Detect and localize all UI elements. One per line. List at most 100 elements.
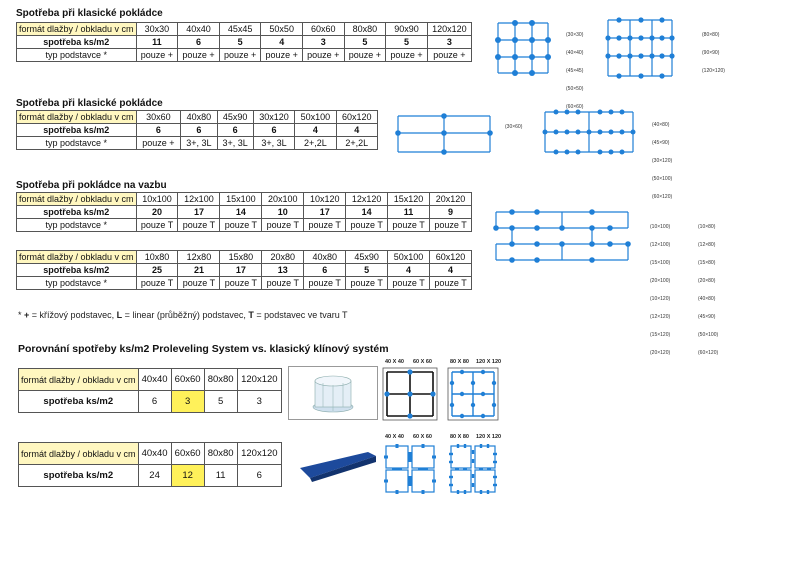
legend-section1-b: (80×80) (90×90) (120×120) bbox=[702, 32, 725, 74]
consumption-value: 6 bbox=[180, 123, 218, 137]
base-type: pouze T bbox=[387, 276, 431, 290]
format-col: 10x120 bbox=[303, 192, 347, 206]
consumption-value: 3 bbox=[236, 390, 283, 413]
format-col: 40x40 bbox=[177, 22, 220, 36]
format-col: 80x80 bbox=[203, 442, 238, 465]
label-40x40: 40 X 40 bbox=[385, 359, 404, 365]
format-header: formát dlažby / obkladu v cm bbox=[18, 442, 139, 465]
consumption-value: 25 bbox=[135, 263, 179, 277]
format-col: 40x40 bbox=[137, 368, 172, 391]
base-type: pouze + bbox=[343, 48, 387, 62]
grid-diagram-rect-large bbox=[542, 109, 636, 155]
format-col: 10x80 bbox=[135, 250, 179, 264]
format-col: 40x80 bbox=[303, 250, 347, 264]
consumption-value: 5 bbox=[385, 35, 428, 49]
format-col: 30x30 bbox=[135, 22, 179, 36]
format-col: 80x80 bbox=[203, 368, 238, 391]
label-60x60: 60 X 60 bbox=[413, 359, 432, 365]
consumption-value: 6 bbox=[137, 390, 172, 413]
label-80x80: 80 X 80 bbox=[450, 359, 469, 365]
format-col: 50x100 bbox=[294, 110, 337, 124]
format-col: 60x60 bbox=[170, 442, 205, 465]
base-type: pouze + bbox=[135, 136, 182, 150]
base-type: pouze T bbox=[345, 276, 389, 290]
base-type: pouze T bbox=[429, 276, 472, 290]
label-120x120: 120 X 120 bbox=[476, 359, 502, 365]
consumption-value: 11 bbox=[135, 35, 179, 49]
footnote: * + = křížový podstavec, L = linear (prů… bbox=[18, 310, 348, 320]
consumption-value: 4 bbox=[335, 123, 379, 137]
consumption-label: spotřeba ks/m2 bbox=[18, 464, 139, 487]
grid-diagram-square-small bbox=[495, 20, 551, 76]
label-40x40: 40 X 40 bbox=[385, 434, 404, 440]
grid-diagram-wedge-b bbox=[449, 444, 497, 494]
format-col: 120x120 bbox=[236, 442, 283, 465]
consumption-value: 6 bbox=[135, 123, 182, 137]
base-type: 3+, 3L bbox=[216, 136, 254, 150]
base-type: 2+,2L bbox=[294, 136, 337, 150]
format-header: formát dlažby / obkladu v cm bbox=[16, 22, 137, 36]
format-col: 10x100 bbox=[135, 192, 179, 206]
format-col: 40x80 bbox=[180, 110, 218, 124]
base-type: pouze T bbox=[303, 276, 347, 290]
format-header: formát dlažby / obkladu v cm bbox=[16, 250, 137, 264]
consumption-value: 6 bbox=[303, 263, 347, 277]
legend-section1-a: (30×30) (40×40) (45×45) (50×50) (60×60) bbox=[566, 32, 584, 110]
consumption-label: spotřeba ks/m2 bbox=[16, 123, 137, 137]
base-type-label: typ podstavce * bbox=[16, 276, 137, 290]
consumption-value: 14 bbox=[219, 205, 263, 219]
consumption-value: 9 bbox=[429, 205, 472, 219]
proleveling-base-image bbox=[288, 366, 378, 420]
consumption-label: spotřeba ks/m2 bbox=[16, 35, 137, 49]
consumption-value: 21 bbox=[177, 263, 221, 277]
consumption-value: 5 bbox=[218, 35, 262, 49]
grid-diagram-rect-small bbox=[395, 113, 493, 155]
consumption-value: 11 bbox=[387, 205, 431, 219]
consumption-value: 6 bbox=[216, 123, 254, 137]
wedge-image bbox=[300, 452, 376, 482]
base-type: pouze T bbox=[177, 276, 221, 290]
grid-diagram-square-large bbox=[605, 17, 675, 79]
consumption-value: 4 bbox=[429, 263, 472, 277]
format-col: 12x120 bbox=[345, 192, 389, 206]
format-col: 20x100 bbox=[261, 192, 305, 206]
consumption-value: 17 bbox=[303, 205, 347, 219]
consumption-value: 3 bbox=[426, 35, 473, 49]
format-col: 15x120 bbox=[387, 192, 431, 206]
consumption-value: 4 bbox=[387, 263, 431, 277]
grid-diagram-proleveling-b bbox=[447, 367, 499, 421]
grid-diagram-wedge-a bbox=[384, 444, 436, 494]
comparison-title: Porovnání spotřeby ks/m2 Proleveling Sys… bbox=[18, 343, 389, 355]
section3-table-b: formát dlažby / obkladu v cm 10x80 12x80… bbox=[16, 250, 472, 290]
legend-section3-a: (10×100) (12×100) (15×100) (20×100) (10×… bbox=[650, 224, 671, 356]
format-col: 80x80 bbox=[343, 22, 387, 36]
format-col: 15x100 bbox=[219, 192, 263, 206]
label-80x80: 80 X 80 bbox=[450, 434, 469, 440]
section2-title: Spotřeba při klasické pokládce bbox=[16, 98, 163, 109]
format-col: 120x120 bbox=[426, 22, 473, 36]
base-type: 3+, 3L bbox=[252, 136, 296, 150]
consumption-value: 17 bbox=[177, 205, 221, 219]
base-type: pouze T bbox=[387, 218, 431, 232]
format-col: 45x90 bbox=[345, 250, 389, 264]
base-type: pouze + bbox=[218, 48, 262, 62]
consumption-value: 10 bbox=[261, 205, 305, 219]
format-col: 90x90 bbox=[385, 22, 428, 36]
consumption-value: 13 bbox=[261, 263, 305, 277]
format-col: 20x80 bbox=[261, 250, 305, 264]
consumption-value: 14 bbox=[345, 205, 389, 219]
grid-diagram-proleveling-a bbox=[382, 367, 438, 421]
format-col: 45x90 bbox=[216, 110, 254, 124]
base-type-label: typ podstavce * bbox=[16, 136, 137, 150]
base-type: pouze + bbox=[135, 48, 179, 62]
consumption-value: 6 bbox=[236, 464, 283, 487]
consumption-value: 6 bbox=[252, 123, 296, 137]
format-col: 20x120 bbox=[429, 192, 472, 206]
consumption-label: spotřeba ks/m2 bbox=[16, 263, 137, 277]
base-type: pouze + bbox=[385, 48, 428, 62]
consumption-value: 6 bbox=[177, 35, 220, 49]
section3-title: Spotřeba při pokládce na vazbu bbox=[16, 180, 167, 191]
base-type: pouze T bbox=[261, 218, 305, 232]
label-60x60: 60 X 60 bbox=[413, 434, 432, 440]
consumption-value: 17 bbox=[219, 263, 263, 277]
